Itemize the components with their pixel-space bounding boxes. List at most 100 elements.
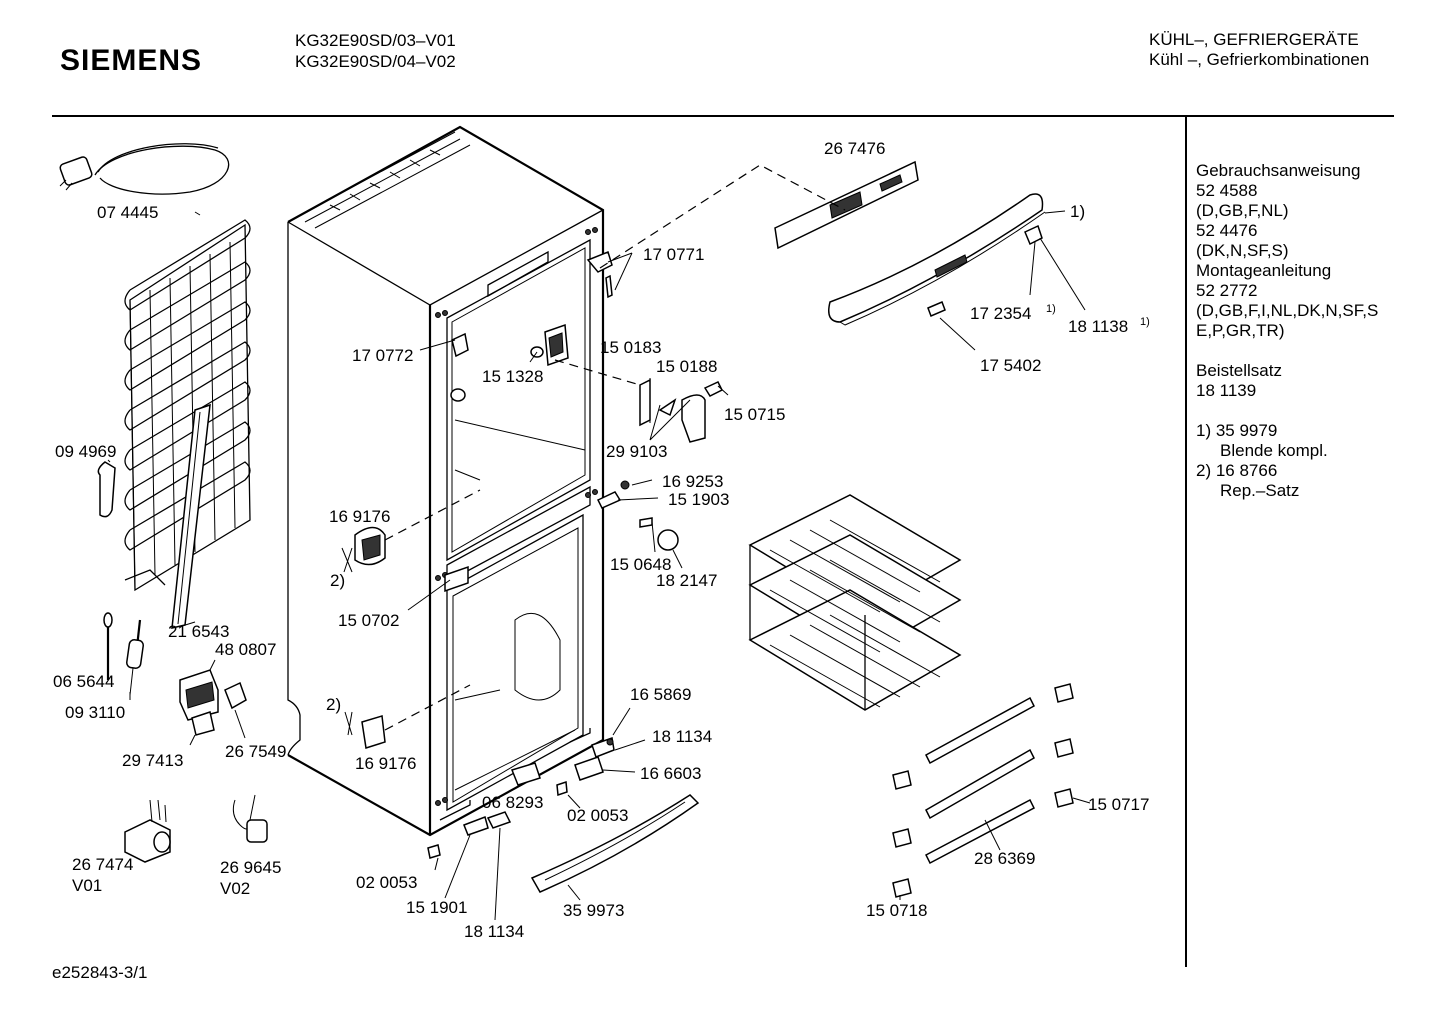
- part-number-480807: 48 0807: [215, 640, 276, 659]
- sidebar-line: 18 1139: [1196, 381, 1257, 400]
- leader-lines: [107, 210, 1091, 921]
- lamp-holder-v02-part: [232, 794, 268, 843]
- kick-plate-part: [530, 794, 700, 893]
- part-number-068293: 06 8293: [482, 793, 543, 812]
- shelf-rails-part: [925, 696, 1035, 865]
- part-number-216543: 21 6543: [168, 622, 229, 641]
- part-number-150715: 15 0715: [724, 405, 785, 424]
- sidebar-line: Gebrauchsanweisung: [1196, 161, 1361, 180]
- sidebar-line: 52 4476: [1196, 221, 1258, 240]
- refrigerator-cabinet: [287, 125, 605, 837]
- part-number-169176-lower: 16 9176: [355, 754, 416, 773]
- part-number-150648: 15 0648: [610, 555, 671, 574]
- sidebar-line: (D,GB,F,NL): [1196, 201, 1289, 220]
- part-number-150717: 15 0717: [1088, 795, 1149, 814]
- documentation-sidebar: Gebrauchsanweisung 52 4588 (D,GB,F,NL) 5…: [1196, 161, 1416, 501]
- document-id: e252843-3/1: [52, 963, 148, 982]
- part-number-297413: 29 7413: [122, 751, 183, 770]
- part-number-150718: 15 0718: [866, 901, 927, 920]
- footnote-1-number: 1) 35 9979: [1196, 421, 1278, 440]
- part-number-359973: 35 9973: [563, 901, 624, 920]
- part-number-182147: 18 2147: [656, 571, 717, 590]
- part-number-181134-upper: 18 1134: [652, 727, 712, 746]
- sidebar-line: Montageanleitung: [1196, 261, 1332, 280]
- brand-logo: SIEMENS: [60, 44, 203, 77]
- part-number-094969: 09 4969: [55, 442, 116, 461]
- model-number-1: KG32E90SD/03–V01: [295, 31, 456, 50]
- variant-label-v02: V02: [220, 879, 250, 898]
- model-number-2: KG32E90SD/04–V02: [295, 52, 456, 71]
- part-number-020053-right: 02 0053: [567, 806, 628, 825]
- hinge-bracket-part: [451, 332, 469, 358]
- condenser-coil-part: [124, 219, 251, 592]
- footnote-marker-172354: 1): [1046, 303, 1056, 315]
- variant-label-v01: V01: [72, 876, 102, 895]
- part-number-269645: 26 9645: [220, 858, 281, 877]
- footnote-2-text: Rep.–Satz: [1220, 481, 1300, 500]
- middle-hinge-parts: [341, 526, 469, 593]
- part-number-181138: 18 1138: [1068, 317, 1128, 336]
- sidebar-line: Beistellsatz: [1196, 361, 1282, 380]
- wire-shelves-part: [748, 494, 962, 711]
- part-number-151903: 15 1903: [668, 490, 729, 509]
- lamp-socket-part: [530, 323, 569, 367]
- appliance-title: KÜHL–, GEFRIERGERÄTE Kühl –, Gefrierkomb…: [1149, 30, 1369, 70]
- part-number-170771: 17 0771: [643, 245, 704, 264]
- part-number-074445: 07 4445: [97, 203, 158, 222]
- part-number-020053-left: 02 0053: [356, 873, 417, 892]
- footnote-1-text: Blende kompl.: [1220, 441, 1328, 460]
- sidebar-rule: [1185, 117, 1187, 967]
- part-number-299103: 29 9103: [606, 442, 667, 461]
- rail-clip-parts: [892, 683, 1074, 898]
- drain-hose-part: [97, 461, 116, 518]
- appliance-title-line-1: KÜHL–, GEFRIERGERÄTE: [1149, 30, 1359, 49]
- knob-parts: [927, 224, 1043, 317]
- part-number-093110: 09 3110: [65, 703, 125, 722]
- light-bulb-part: [450, 388, 466, 402]
- part-number-267474: 26 7474: [72, 855, 133, 874]
- sidebar-line: (D,GB,F,I,NL,DK,N,SF,S: [1196, 301, 1379, 320]
- sidebar-line: 52 2772: [1196, 281, 1258, 300]
- control-panel-part: [774, 160, 919, 250]
- footnote-2-marker-upper: 2): [330, 571, 345, 590]
- part-number-267549: 26 7549: [225, 742, 286, 761]
- top-hinge-part: [586, 251, 613, 299]
- footnote-marker-181138: 1): [1140, 316, 1150, 328]
- model-numbers: KG32E90SD/03–V01 KG32E90SD/04–V02: [295, 30, 456, 72]
- footnote-2-marker-lower: 2): [326, 695, 341, 714]
- part-number-165869: 16 5869: [630, 685, 691, 704]
- part-number-175402: 17 5402: [980, 356, 1041, 375]
- drain-channel-part: [171, 403, 211, 629]
- hinge-pin-parts: [596, 480, 679, 551]
- header-rule: [52, 115, 1394, 117]
- part-number-150188: 15 0188: [656, 357, 717, 376]
- part-number-267476: 26 7476: [824, 139, 885, 158]
- part-number-065644: 06 5644: [53, 672, 114, 691]
- part-number-286369: 28 6369: [974, 849, 1035, 868]
- part-number-172354: 17 2354: [970, 304, 1031, 323]
- part-number-169176-upper: 16 9176: [329, 507, 390, 526]
- sensor-parts: [103, 612, 144, 696]
- power-cord-part: [59, 143, 230, 195]
- bottom-hinge-parts: [344, 711, 615, 859]
- appliance-title-line-2: Kühl –, Gefrierkombinationen: [1149, 50, 1370, 69]
- part-number-169253: 16 9253: [662, 472, 723, 491]
- sidebar-line: (DK,N,SF,S): [1196, 241, 1289, 260]
- part-number-181134-lower: 18 1134: [464, 922, 524, 941]
- sidebar-line: E,P,GR,TR): [1196, 321, 1285, 340]
- part-number-166603: 16 6603: [640, 764, 701, 783]
- thermostat-bracket-parts: [639, 378, 724, 443]
- part-number-150183: 15 0183: [600, 338, 661, 357]
- footnote-1-marker: 1): [1070, 202, 1085, 221]
- control-cover-part: [828, 193, 1046, 326]
- sidebar-line: 52 4588: [1196, 181, 1258, 200]
- part-number-170772: 17 0772: [352, 346, 413, 365]
- part-number-151901: 15 1901: [406, 898, 467, 917]
- footnote-2-number: 2) 16 8766: [1196, 461, 1278, 480]
- part-number-151328: 15 1328: [482, 367, 543, 386]
- relay-parts: [179, 669, 247, 736]
- transformer-v01-part: [124, 799, 171, 863]
- part-number-150702: 15 0702: [338, 611, 399, 630]
